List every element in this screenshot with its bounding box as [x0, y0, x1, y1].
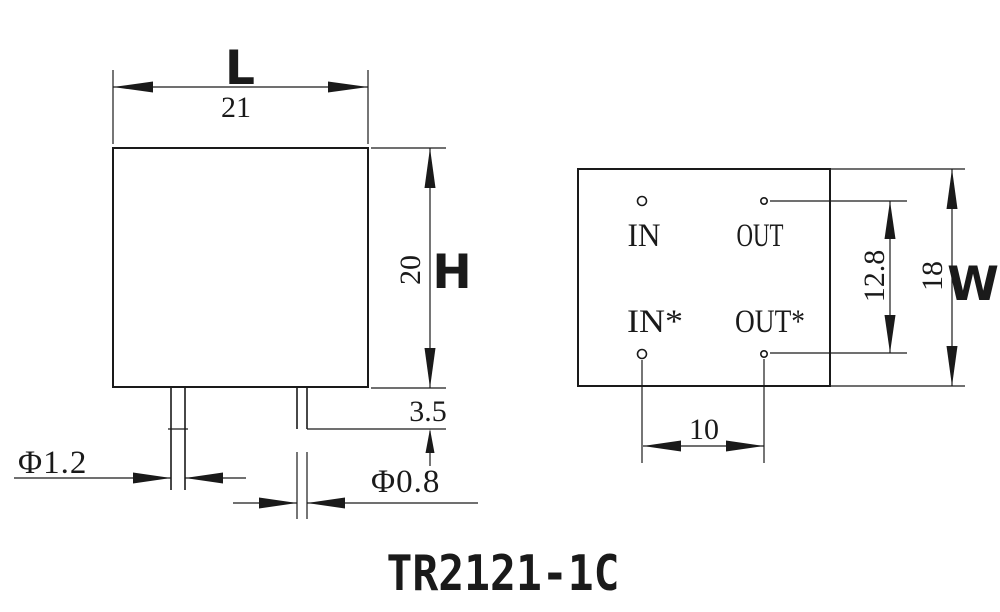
dim-width-value: 18 — [916, 261, 949, 291]
dim-protrusion-value: 3.5 — [409, 395, 447, 428]
dim-width-letter: W — [947, 257, 999, 312]
dim-height-letter: H — [432, 245, 471, 300]
arrow-right-icon — [726, 440, 764, 452]
dim-pin1-value: Φ1.2 — [18, 445, 87, 481]
arrow-left-icon — [643, 440, 681, 452]
dim-length-value: 21 — [221, 91, 251, 124]
bottom-view: IN OUT IN* OUT* 12.8 18 W 10 — [577, 168, 999, 463]
arrow-left-icon — [113, 81, 153, 93]
dim-width: 18 W — [916, 169, 999, 386]
dim-column-spacing: 10 — [641, 359, 765, 463]
arrow-right-icon — [259, 497, 297, 509]
arrow-left-icon — [185, 472, 223, 484]
dim-pin1-diameter: Φ1.2 — [14, 445, 246, 484]
arrow-up-small-icon — [425, 429, 435, 453]
component-body-front — [112, 147, 369, 388]
pin-label-out: OUT — [737, 218, 784, 254]
arrow-down-icon — [424, 348, 436, 388]
pin-hole-out-star-icon — [759, 349, 768, 358]
pin-label-in: IN — [628, 218, 661, 254]
component-body-footprint — [577, 168, 831, 387]
drawing-title: TR2121-1C — [387, 545, 620, 602]
pin-hole-in-icon — [636, 195, 648, 207]
arrow-left-icon — [307, 497, 345, 509]
dim-row-value: 12.8 — [858, 250, 891, 303]
dim-row-spacing: 12.8 — [770, 200, 907, 354]
dim-height-value: 20 — [394, 255, 427, 285]
arrow-right-icon — [133, 472, 171, 484]
dim-height: 20 H — [371, 147, 472, 389]
dim-pin-protrusion: 3.5 — [168, 395, 447, 466]
dim-col-value: 10 — [689, 413, 719, 446]
dim-length-letter: L — [225, 41, 255, 96]
pin-hole-out-icon — [759, 197, 768, 206]
arrow-down-icon — [946, 346, 958, 386]
pin-hole-in-star-icon — [636, 348, 648, 360]
dim-pin2-diameter: Φ0.8 — [233, 464, 478, 509]
arrow-up-icon — [884, 201, 896, 239]
arrow-down-icon — [884, 315, 896, 353]
pin-label-out-star: OUT* — [735, 304, 805, 340]
arrow-right-icon — [328, 81, 368, 93]
dim-length: L 21 — [112, 41, 369, 144]
pin-label-in-star: IN* — [627, 304, 683, 340]
arrow-up-icon — [946, 169, 958, 209]
front-view: L 21 20 H 3.5 Φ1.2 — [14, 41, 478, 519]
dim-pin2-value: Φ0.8 — [371, 464, 440, 500]
arrow-up-icon — [424, 148, 436, 188]
